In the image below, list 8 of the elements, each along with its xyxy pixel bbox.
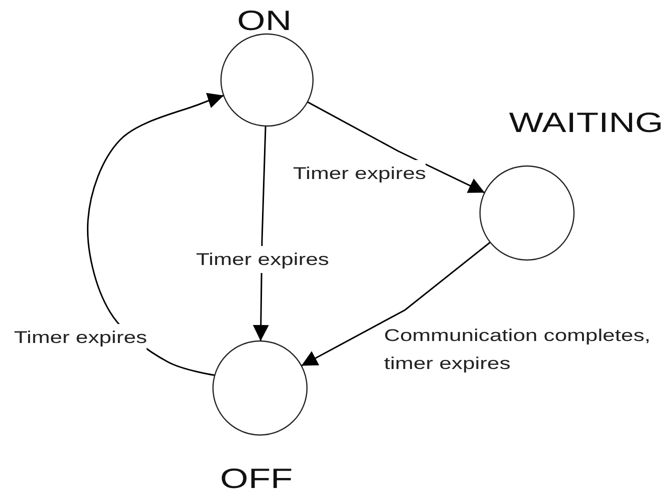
state-label: ON (237, 6, 292, 36)
edge-label: Timer expires (14, 324, 148, 351)
edge-label: Timer expires (196, 246, 330, 273)
transition-arrow (86, 92, 224, 376)
transition-arrow (301, 242, 491, 366)
transition-arrow (307, 101, 485, 194)
state-label: OFF (220, 464, 293, 494)
state-label: WAITING (509, 108, 664, 138)
